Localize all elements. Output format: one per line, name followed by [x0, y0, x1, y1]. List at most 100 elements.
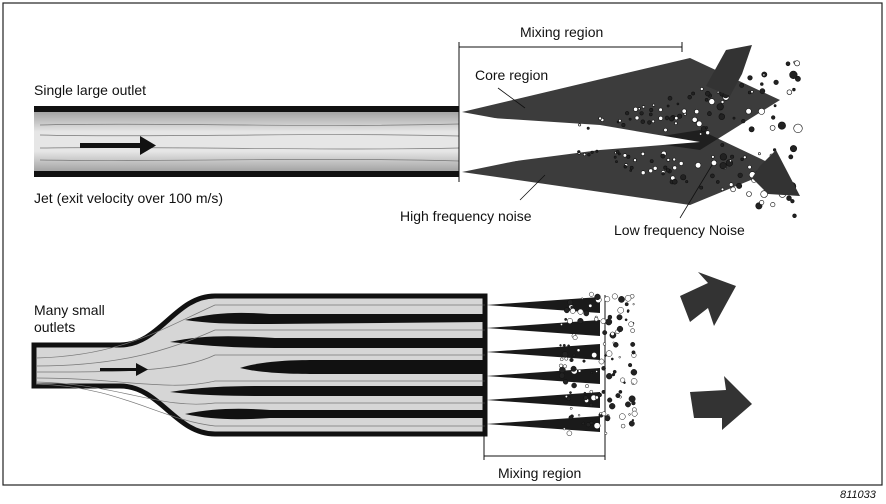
plume-speckle [565, 318, 567, 320]
plume-speckle [573, 354, 576, 357]
plume-speckle [616, 393, 620, 397]
plume-speckle [565, 357, 568, 360]
plume-speckle [621, 424, 625, 428]
plume-speckle [649, 169, 653, 173]
plume-speckle [570, 407, 572, 409]
small-jet-plume [486, 392, 600, 408]
plume-speckle [791, 199, 795, 203]
plume-speckle [793, 88, 796, 91]
plume-speckle [790, 145, 796, 151]
plume-speckle [567, 431, 572, 436]
plume-speckle [578, 370, 581, 373]
plume-speckle [673, 166, 677, 170]
plume-speckle [729, 160, 731, 162]
plume-speckle [624, 382, 626, 384]
plume-speckle [720, 162, 726, 168]
plume-speckle [583, 153, 586, 156]
plume-speckle [625, 111, 629, 115]
plume-speckle [763, 74, 765, 76]
plume-speckle [635, 116, 639, 120]
plume-speckle [705, 91, 710, 96]
plume-speckle [794, 124, 803, 133]
plume-speckle [751, 90, 754, 93]
plume-speckle [584, 311, 589, 316]
plume-speckle [700, 186, 703, 189]
plume-speckle [560, 358, 563, 361]
plume-speckle [622, 123, 625, 126]
plume-speckle [749, 127, 754, 132]
plume-speckle [599, 117, 602, 120]
plume-speckle [562, 352, 568, 358]
plume-speckle [607, 398, 612, 403]
plume-speckle [633, 303, 635, 305]
plume-speckle [570, 358, 574, 362]
splitter-vane-4 [170, 386, 485, 396]
plume-speckle [559, 364, 563, 368]
plume-speckle [632, 351, 635, 354]
plume-speckle [716, 180, 719, 183]
plume-speckle [661, 154, 665, 158]
plume-speckle [665, 116, 669, 120]
plume-speckle [625, 295, 631, 301]
plume-speckle [682, 109, 686, 113]
plume-speckle [789, 155, 793, 159]
core-region-label: Core region [475, 67, 548, 83]
plume-speckle [560, 344, 562, 346]
plume-speckle [662, 172, 665, 175]
plume-speckle [721, 188, 724, 191]
plume-speckle [667, 105, 669, 107]
plume-speckle [625, 303, 628, 306]
plume-speckle [717, 104, 724, 111]
plume-speckle [664, 128, 668, 132]
plume-speckle [774, 80, 779, 85]
plume-speckle [619, 390, 622, 393]
plume-speckle [699, 133, 701, 135]
plume-speckle [573, 335, 577, 339]
plume-speckle [602, 412, 606, 416]
plume-speckle [605, 415, 610, 420]
plume-speckle [627, 155, 630, 158]
plume-speckle [563, 344, 565, 346]
plume-speckle [760, 200, 764, 204]
plume-speckle [594, 317, 598, 321]
plume-speckle [571, 366, 576, 371]
plume-speckle [618, 307, 624, 313]
plume-speckle [705, 98, 708, 101]
plume-speckle [603, 343, 606, 346]
plume-speckle [577, 349, 580, 352]
plume-speckle [591, 372, 593, 374]
plume-speckle [679, 162, 683, 166]
plume-speckle [705, 127, 707, 129]
plume-speckle [778, 122, 785, 129]
plume-speckle [605, 297, 610, 302]
plume-speckle [585, 384, 588, 387]
plume-speckle [588, 153, 591, 156]
plume-speckle [569, 392, 571, 394]
plume-speckle [642, 106, 645, 109]
plume-speckle [559, 373, 565, 379]
jet-label: Jet (exit velocity over 100 m/s) [34, 190, 223, 206]
plume-speckle [650, 108, 653, 111]
plume-speckle [795, 61, 800, 66]
plume-speckle [640, 112, 644, 116]
plume-speckle [746, 109, 752, 115]
bottom-noise-arrow-up [680, 272, 736, 326]
plume-speckle [641, 152, 644, 155]
plume-speckle [634, 107, 638, 111]
plume-speckle [578, 318, 584, 324]
plume-speckle [629, 396, 635, 402]
single-pipe-bottom-wall [34, 171, 459, 177]
plume-speckle [603, 330, 607, 334]
plume-speckle [743, 156, 746, 159]
plume-speckle [787, 90, 792, 95]
plume-speckle [615, 161, 617, 163]
plume-speckle [602, 390, 605, 393]
plume-speckle [742, 119, 746, 123]
plume-speckle [770, 125, 775, 130]
plume-speckle [747, 192, 752, 197]
plume-speckle [631, 329, 635, 333]
plume-speckle [611, 332, 615, 336]
plume-speckle [669, 117, 674, 122]
single-outlet-label: Single large outlet [34, 82, 146, 98]
